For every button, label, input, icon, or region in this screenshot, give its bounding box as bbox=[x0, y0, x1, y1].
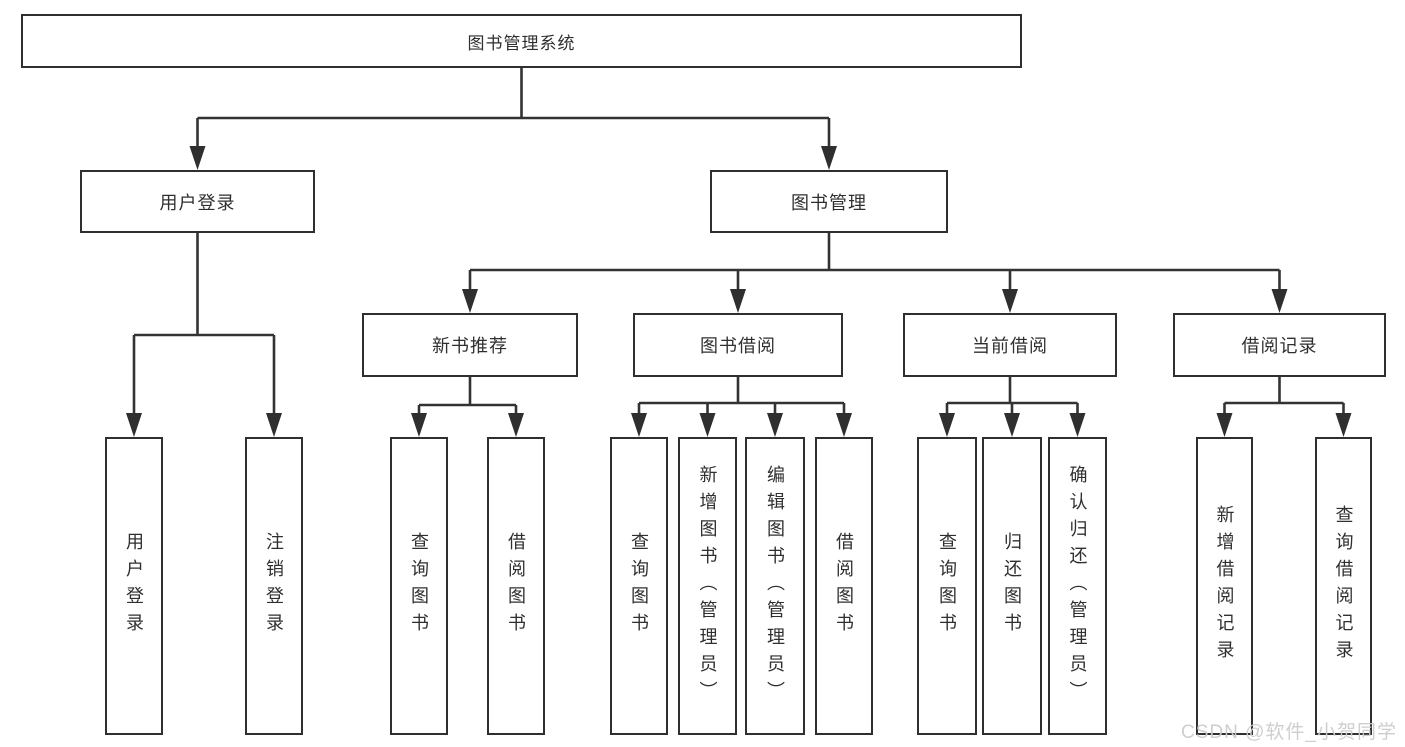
leaf-borrow-add-books-admin: 新增图书（管理员） bbox=[678, 437, 737, 735]
node-book-management: 图书管理 bbox=[710, 170, 948, 233]
leaf-borrow-borrow-books: 借阅图书 bbox=[815, 437, 873, 735]
leaf-label: 查询图书 bbox=[629, 532, 649, 640]
leaf-records-query-record: 查询借阅记录 bbox=[1315, 437, 1372, 735]
watermark: CSDN @软件_小贺同学 bbox=[1181, 722, 1397, 743]
leaf-label: 注销登录 bbox=[264, 532, 284, 640]
node-user-login: 用户登录 bbox=[80, 170, 315, 233]
leaf-records-add-record: 新增借阅记录 bbox=[1196, 437, 1253, 735]
leaf-recommend-query-books: 查询图书 bbox=[390, 437, 448, 735]
leaf-label: 查询图书 bbox=[409, 532, 429, 640]
leaf-label: 新增借阅记录 bbox=[1214, 505, 1235, 667]
node-library-management-system: 图书管理系统 bbox=[21, 14, 1022, 68]
leaf-label: 借阅图书 bbox=[834, 532, 854, 640]
leaf-label: 查询图书 bbox=[937, 532, 957, 640]
leaf-user-login: 用户登录 bbox=[105, 437, 163, 735]
connector-current-children bbox=[939, 377, 1086, 437]
leaf-current-confirm-return-admin: 确认归还（管理员） bbox=[1048, 437, 1107, 735]
leaf-label: 借阅图书 bbox=[506, 532, 526, 640]
leaf-borrow-edit-books-admin: 编辑图书（管理员） bbox=[745, 437, 805, 735]
node-borrow-records: 借阅记录 bbox=[1173, 313, 1386, 377]
leaf-label: 确认归还（管理员） bbox=[1067, 464, 1088, 708]
node-new-book-recommend: 新书推荐 bbox=[362, 313, 578, 377]
leaf-label: 查询借阅记录 bbox=[1333, 505, 1354, 667]
leaf-label: 编辑图书（管理员） bbox=[765, 464, 785, 708]
leaf-logout: 注销登录 bbox=[245, 437, 303, 735]
connector-root-to-level2 bbox=[189, 68, 837, 170]
leaf-label: 用户登录 bbox=[124, 532, 144, 640]
leaf-current-query-books: 查询图书 bbox=[917, 437, 977, 735]
leaf-label: 新增图书（管理员） bbox=[697, 464, 718, 708]
connector-user-login-children bbox=[126, 233, 282, 437]
node-current-borrow: 当前借阅 bbox=[903, 313, 1117, 377]
connector-borrow-children bbox=[631, 377, 852, 437]
connector-book-management-children bbox=[462, 233, 1288, 313]
connector-recommend-children bbox=[411, 377, 524, 437]
node-book-borrow: 图书借阅 bbox=[633, 313, 843, 377]
leaf-label: 归还图书 bbox=[1002, 532, 1022, 640]
leaf-recommend-borrow-books: 借阅图书 bbox=[487, 437, 545, 735]
leaf-borrow-query-books: 查询图书 bbox=[610, 437, 668, 735]
connector-records-children bbox=[1216, 377, 1352, 437]
leaf-current-return-books: 归还图书 bbox=[982, 437, 1042, 735]
